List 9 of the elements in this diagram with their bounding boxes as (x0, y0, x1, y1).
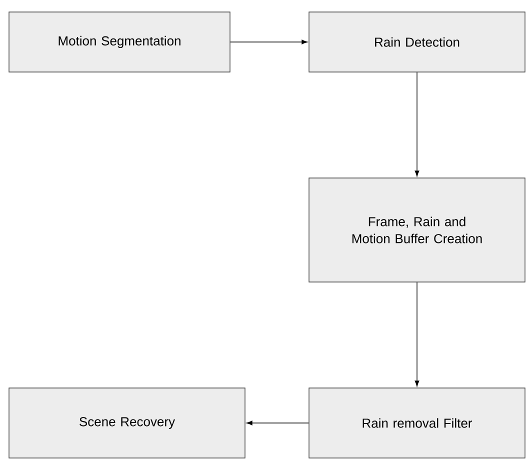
arrow (230, 40, 308, 44)
arrow (414, 72, 420, 176)
process-box: Rain removal Filter (308, 388, 526, 458)
arrow (246, 420, 309, 426)
arrow (414, 282, 420, 386)
process-box: Motion Segmentation (8, 12, 230, 72)
process-box: Frame, Rain and Motion Buffer Creation (308, 178, 526, 282)
process-box: Rain Detection (308, 12, 526, 72)
process-box: Scene Recovery (8, 388, 246, 458)
